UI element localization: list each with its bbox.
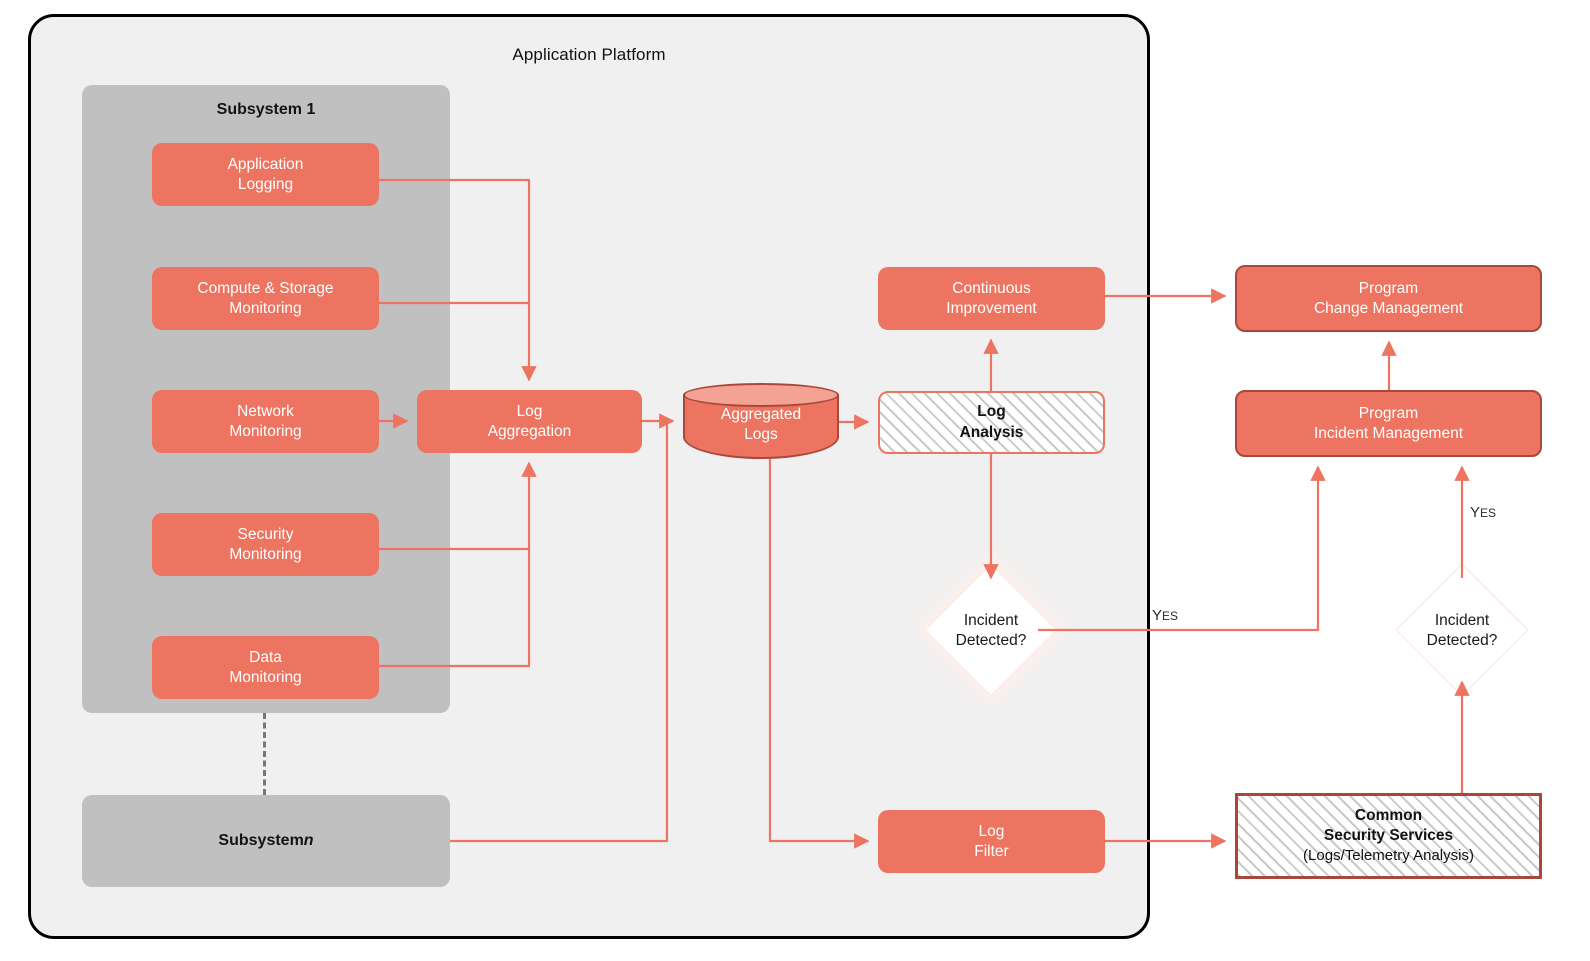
datastore-aggregated-logs[interactable]: Aggregated Logs [683,383,839,459]
node-log-aggregation-line1: Log [516,402,543,420]
node-application-logging[interactable]: Application Logging [152,143,379,206]
subsystem-1-label-prefix: Subsystem [216,101,307,118]
node-program-change-management[interactable]: Program Change Management [1235,265,1542,332]
edge-label-yes-left-small: ES [1162,609,1179,623]
node-network-monitoring-line2: Monitoring [229,422,302,440]
node-common-security-services-line3: (Logs/Telemetry Analysis) [1303,847,1474,865]
page-title: Application Platform [512,45,666,64]
node-security-monitoring-line2: Monitoring [229,545,302,563]
node-application-logging-line2: Logging [237,175,294,193]
node-common-security-services[interactable]: Common Security Services (Logs/Telemetry… [1235,793,1542,879]
datastore-aggregated-logs-label: Aggregated Logs [683,383,839,459]
node-program-change-management-line1: Program [1358,279,1419,297]
node-log-aggregation[interactable]: Log Aggregation [417,390,642,453]
edge-label-yes-right-small: ES [1480,506,1497,520]
node-continuous-improvement-line2: Improvement [946,299,1037,317]
edge-label-yes-left: YES [1152,607,1178,624]
node-log-filter-line1: Log [978,822,1005,840]
node-compute-storage-monitoring-line2: Monitoring [229,299,302,317]
node-program-incident-management[interactable]: Program Incident Management [1235,390,1542,457]
subsystem-1-label-index: 1 [306,101,316,118]
node-program-incident-management-line1: Program [1358,404,1419,422]
node-continuous-improvement-line1: Continuous [952,279,1031,297]
node-data-monitoring-line1: Data [249,648,282,666]
subsystem-1-label: Subsystem 1 [82,101,450,119]
node-compute-storage-monitoring-line1: Compute & Storage [197,279,334,297]
node-data-monitoring[interactable]: Data Monitoring [152,636,379,699]
edge-label-yes-left-big: Y [1152,607,1163,624]
node-compute-storage-monitoring[interactable]: Compute & Storage Monitoring [152,267,379,330]
node-continuous-improvement[interactable]: Continuous Improvement [878,267,1105,330]
node-security-monitoring-line1: Security [237,525,294,543]
node-log-analysis-line1: Log [977,403,1006,421]
node-common-security-services-line2: Security Services [1323,826,1454,844]
subsystem-n-group[interactable]: Subsystem n [82,795,450,887]
node-application-logging-line1: Application [227,155,304,173]
node-common-security-services-line1: Common [1354,806,1423,824]
node-program-incident-management-line2: Incident Management [1313,424,1464,442]
subsystem-continuation-dashed-link [263,713,266,795]
node-log-analysis-line2: Analysis [959,423,1024,441]
node-security-monitoring[interactable]: Security Monitoring [152,513,379,576]
subsystem-n-label: Subsystem n [82,795,450,887]
node-network-monitoring-line1: Network [237,402,294,420]
node-log-filter[interactable]: Log Filter [878,810,1105,873]
cylinder-top-ellipse [683,383,839,407]
node-log-filter-line2: Filter [974,842,1009,860]
node-network-monitoring[interactable]: Network Monitoring [152,390,379,453]
node-log-analysis[interactable]: Log Analysis [878,391,1105,454]
edge-label-yes-right-big: Y [1470,504,1481,521]
node-data-monitoring-line2: Monitoring [229,668,302,686]
subsystem-n-label-index: n [303,832,314,849]
decision-incident-detected-right[interactable] [1395,563,1529,697]
node-program-change-management-line2: Change Management [1313,299,1464,317]
edge-label-yes-right: YES [1470,504,1496,521]
datastore-aggregated-logs-line2: Logs [744,426,778,443]
subsystem-n-label-prefix: Subsystem [218,832,304,849]
node-log-aggregation-line2: Aggregation [487,422,572,440]
datastore-aggregated-logs-line1: Aggregated [720,406,802,424]
